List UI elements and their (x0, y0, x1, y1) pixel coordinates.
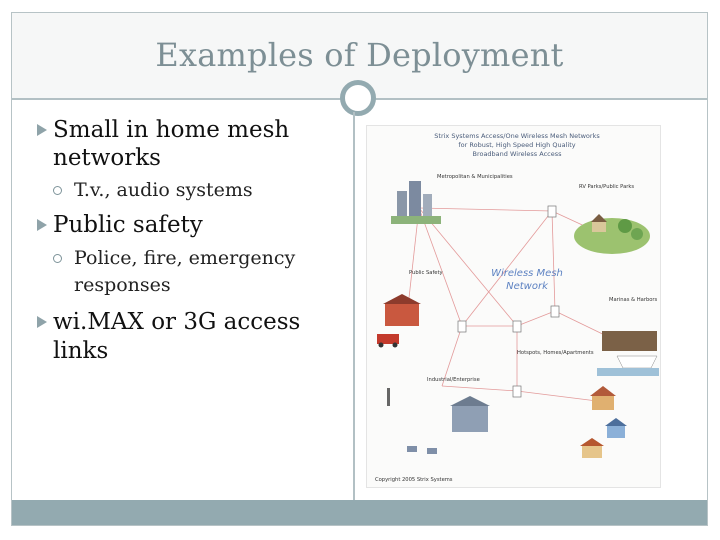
figure-label: Metropolitan & Municipalities (437, 174, 513, 180)
title-ring-ornament (340, 80, 376, 116)
figure-label: Marinas & Harbors (609, 297, 658, 303)
circle-bullet-icon (53, 254, 62, 263)
industrial-scene (387, 388, 490, 454)
homes-scene (580, 386, 627, 458)
marina-scene (597, 331, 659, 376)
park-scene (574, 214, 650, 254)
mesh-center-label: Network (506, 281, 549, 292)
figure-header: Strix Systems Access/One Wireless Mesh N… (434, 132, 600, 140)
bullet-text: wi.MAX or 3G access (53, 309, 301, 335)
arrow-bullet-icon (37, 219, 47, 231)
bullet-text: Public safety (53, 212, 203, 238)
mesh-center-label: Wireless Mesh (491, 268, 563, 279)
mesh-nodes (457, 205, 560, 398)
figure-label: Public Safety (409, 270, 443, 276)
bullet-text: Small in home mesh (53, 117, 290, 143)
slide-title: Examples of Deployment (155, 36, 564, 74)
circle-bullet-icon (53, 186, 62, 195)
arrow-bullet-icon (37, 124, 47, 136)
bullet-text: networks (53, 145, 161, 171)
mesh-network-svg: Strix Systems Access/One Wireless Mesh N… (375, 132, 659, 483)
figure-label: RV Parks/Public Parks (579, 184, 634, 190)
metro-buildings (391, 181, 441, 224)
figure-label: Industrial/Enterprise (427, 377, 480, 383)
sub-bullet-text: responses (74, 274, 171, 296)
bottom-bar (12, 500, 707, 525)
sub-bullet-text: T.v., audio systems (74, 179, 253, 201)
bullet-text: links (53, 338, 109, 364)
public-safety-scene (377, 294, 421, 348)
figure-header: Broadband Wireless Access (472, 150, 562, 158)
mesh-network-illustration: Strix Systems Access/One Wireless Mesh N… (366, 125, 661, 488)
figure-footer: Copyright 2005 Strix Systems (375, 477, 453, 483)
arrow-bullet-icon (37, 316, 47, 328)
figure-label: Hotspots, Homes/Apartments (517, 350, 594, 356)
column-divider (353, 112, 355, 500)
figure-header: for Robust, High Speed High Quality (458, 141, 575, 149)
sub-bullet-text: Police, fire, emergency (74, 247, 296, 269)
